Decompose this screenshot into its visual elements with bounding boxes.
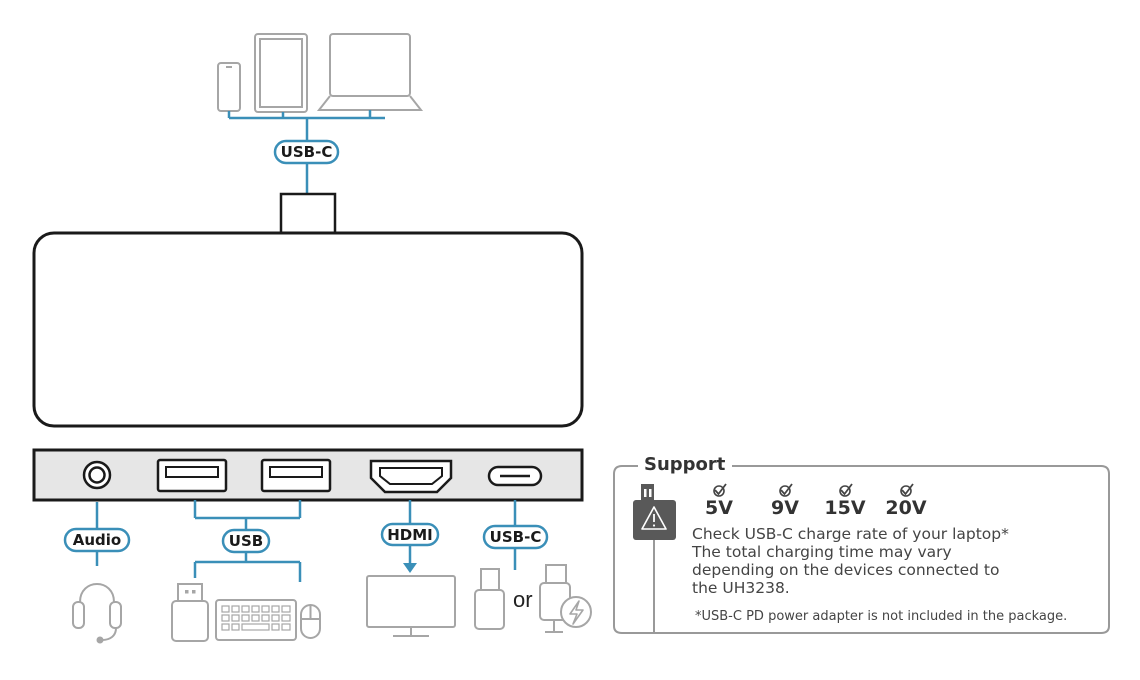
hdmi-port — [369, 459, 453, 494]
usb-c-plug-icon — [474, 568, 505, 630]
audio-label: Audio — [63, 527, 131, 553]
lightning-charge-icon — [560, 596, 592, 628]
svg-text:9V: 9V — [771, 497, 799, 519]
support-title: Support — [644, 454, 726, 475]
usb-c-port — [487, 465, 543, 487]
svg-text:USB-C: USB-C — [490, 528, 542, 546]
svg-text:USB: USB — [229, 532, 263, 550]
monitor-icon — [366, 575, 456, 637]
warning-icon — [641, 506, 667, 530]
note-line-4: the UH3238. — [692, 579, 790, 597]
usb-flash-drive-icon — [171, 583, 209, 642]
svg-text:HDMI: HDMI — [387, 526, 433, 544]
hub-body — [32, 231, 584, 428]
hdmi-label: HDMI — [380, 522, 440, 547]
svg-text:5V: 5V — [705, 497, 733, 519]
wall-adapter-icon — [633, 484, 676, 633]
usb-c-cable-plug — [279, 192, 337, 236]
top-connector-lines — [227, 110, 385, 194]
support-note: Check USB-C charge rate of your laptop* … — [691, 525, 1009, 597]
audio-jack-port — [82, 460, 112, 490]
svg-text:15V: 15V — [824, 497, 865, 519]
voltage-9v: 9V — [771, 483, 799, 519]
support-footnote: *USB-C PD power adapter is not included … — [695, 609, 1067, 624]
usb-a-port-1 — [156, 458, 228, 493]
support-panel: Support — [613, 454, 1110, 634]
checkmark-icon — [779, 483, 793, 497]
svg-text:USB-C: USB-C — [281, 143, 333, 161]
note-line-1: Check USB-C charge rate of your laptop* — [692, 525, 1009, 543]
checkmark-icon — [839, 483, 853, 497]
note-line-3: depending on the devices connected to — [692, 561, 999, 579]
voltage-20v: 20V — [885, 483, 927, 519]
usb-c-host-label: USB-C — [273, 139, 340, 165]
svg-text:20V: 20V — [885, 497, 926, 519]
mouse-icon — [300, 604, 321, 639]
tablet-icon — [254, 33, 308, 113]
svg-text:Audio: Audio — [73, 531, 121, 549]
or-text: or — [513, 587, 533, 612]
usb-c-pd-label: USB-C — [482, 524, 549, 550]
smartphone-icon — [217, 62, 241, 112]
keyboard-icon — [215, 599, 297, 641]
headset-icon — [72, 583, 122, 644]
checkmark-icon — [713, 483, 727, 497]
voltage-5v: 5V — [705, 483, 733, 519]
checkmark-icon — [900, 483, 914, 497]
usb-connector-lines — [193, 500, 302, 582]
note-line-2: The total charging time may vary — [691, 543, 952, 561]
laptop-icon — [316, 33, 424, 111]
usb-a-port-2 — [260, 458, 332, 493]
voltage-15v: 15V — [824, 483, 866, 519]
hdmi-arrow-icon — [403, 563, 417, 573]
usb-label: USB — [221, 528, 271, 554]
